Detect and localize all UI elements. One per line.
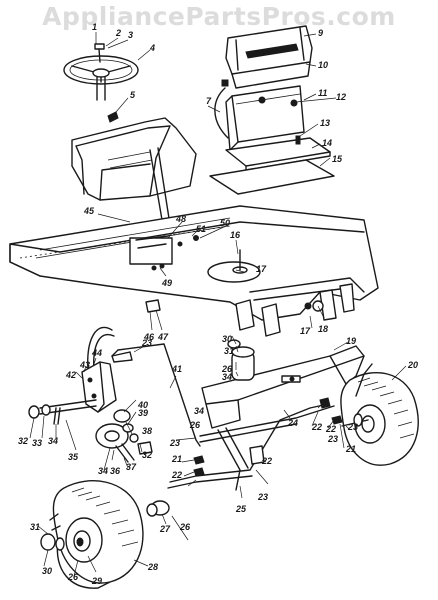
part-number-46: 46 [143, 332, 155, 342]
leader-lines [29, 32, 407, 577]
wheel-left [40, 480, 170, 589]
part-number-45: 45 [83, 206, 95, 216]
part-number-30-bottom: 30 [42, 566, 52, 576]
part-number-32-right: 32 [142, 450, 152, 460]
part-number-48: 48 [175, 214, 186, 224]
part-number-23-b: 23 [169, 438, 180, 448]
part-number-41: 41 [171, 364, 182, 374]
part-number-7: 7 [206, 96, 212, 106]
part-number-34-b: 34 [98, 466, 108, 476]
part-number-29: 29 [91, 576, 102, 586]
part-number-36: 36 [110, 466, 121, 476]
part-number-5: 5 [130, 90, 136, 100]
part-number-2: 2 [115, 28, 121, 38]
part-number-25: 25 [235, 504, 247, 514]
part-number-21-left: 21 [171, 454, 182, 464]
watermark: AppliancePartsPros.com [42, 2, 396, 31]
part-number-14: 14 [322, 138, 332, 148]
part-number-23-d: 23 [347, 422, 358, 432]
part-number-13: 13 [320, 118, 330, 128]
part-number-12: 12 [336, 92, 346, 102]
steering-wheel [63, 43, 139, 123]
part-number-38: 38 [142, 426, 152, 436]
part-number-34-c: 34 [222, 372, 232, 382]
steering-gear [28, 326, 201, 463]
part-number-23-a: 23 [141, 338, 152, 348]
part-number-4: 4 [149, 43, 155, 53]
part-number-31-bottom: 31 [30, 522, 40, 532]
part-number-17-lower: 17 [300, 326, 311, 336]
wheel-right [340, 363, 419, 466]
battery-assembly [209, 25, 335, 195]
part-number-15: 15 [332, 154, 343, 164]
part-number-35: 35 [68, 452, 79, 462]
part-number-34-a: 34 [48, 436, 58, 446]
part-number-10: 10 [318, 60, 328, 70]
part-number-40: 40 [137, 400, 148, 410]
part-number-3: 3 [128, 30, 133, 40]
part-number-20: 20 [407, 360, 418, 370]
part-number-31-top: 31 [224, 346, 234, 356]
part-number-28: 28 [147, 562, 158, 572]
part-number-23-e: 23 [327, 434, 338, 444]
part-number-17-top: 17 [256, 264, 267, 274]
part-number-26-b: 26 [189, 420, 201, 430]
part-number-16: 16 [230, 230, 241, 240]
part-number-9: 9 [318, 28, 323, 38]
part-number-30-top: 30 [222, 334, 232, 344]
part-number-19: 19 [346, 336, 356, 346]
part-number-39: 39 [138, 408, 148, 418]
part-number-44: 44 [91, 348, 102, 358]
part-number-23-c: 23 [257, 492, 268, 502]
part-number-24: 24 [287, 418, 298, 428]
part-number-26-a: 26 [221, 364, 233, 374]
part-number-42: 42 [65, 370, 76, 380]
part-number-11: 11 [318, 88, 327, 98]
part-number-22-a: 22 [171, 470, 182, 480]
part-number-21-right: 21 [345, 444, 356, 454]
part-number-1: 1 [92, 22, 97, 32]
part-number-43: 43 [79, 360, 90, 370]
part-number-32-left: 32 [18, 436, 28, 446]
part-number-labels: 1 2 3 4 5 7 9 10 11 12 13 14 15 16 17 17… [18, 22, 418, 586]
part-number-47: 47 [157, 332, 169, 342]
part-number-26-c: 26 [179, 522, 191, 532]
part-number-49: 49 [161, 278, 172, 288]
part-number-27: 27 [159, 524, 171, 534]
tractor-frame [9, 205, 379, 337]
front-axle [167, 339, 365, 491]
part-number-34-d: 34 [194, 406, 204, 416]
part-number-22-d: 22 [325, 424, 336, 434]
part-number-18: 18 [318, 324, 328, 334]
part-number-33: 33 [32, 438, 42, 448]
part-number-22-b: 22 [261, 456, 272, 466]
part-number-50: 50 [220, 218, 230, 228]
part-number-26-d: 26 [67, 572, 79, 582]
part-number-37: 37 [126, 462, 137, 472]
part-number-22-c: 22 [311, 422, 322, 432]
part-number-51: 51 [196, 224, 206, 234]
